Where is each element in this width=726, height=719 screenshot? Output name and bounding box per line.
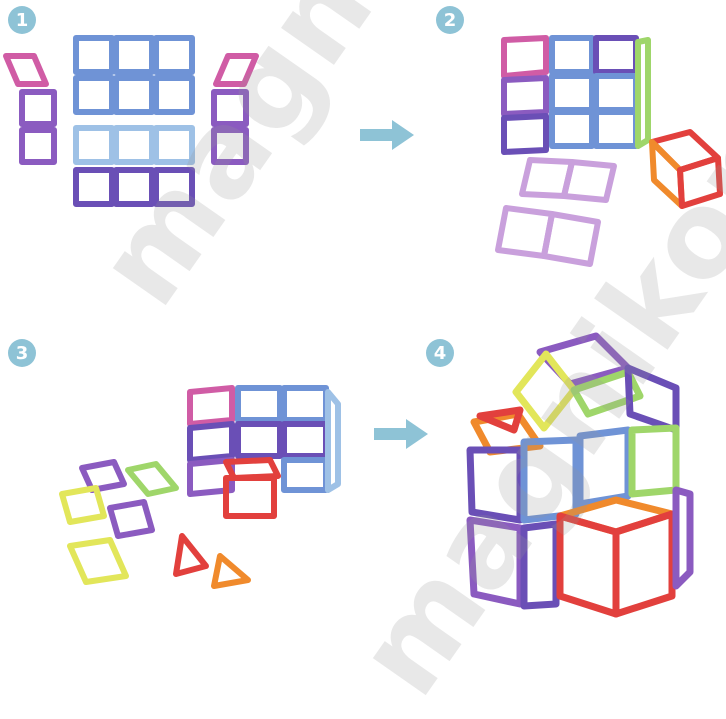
step-4-illustration: [0, 0, 726, 625]
purple-side-piece: [676, 490, 690, 586]
purple-wall-piece: [470, 520, 520, 604]
violet-wall-piece: [524, 524, 556, 606]
green-wall-piece: [632, 428, 676, 494]
red-cube-face: [616, 514, 672, 614]
blue-wall-piece: [524, 440, 576, 520]
red-cube-face: [560, 516, 616, 614]
violet-wall-piece: [470, 450, 520, 520]
instruction-sheet: 1 2 3 4: [0, 0, 726, 625]
blue-wall-piece: [580, 430, 628, 504]
yellow-roof-piece: [516, 354, 574, 428]
